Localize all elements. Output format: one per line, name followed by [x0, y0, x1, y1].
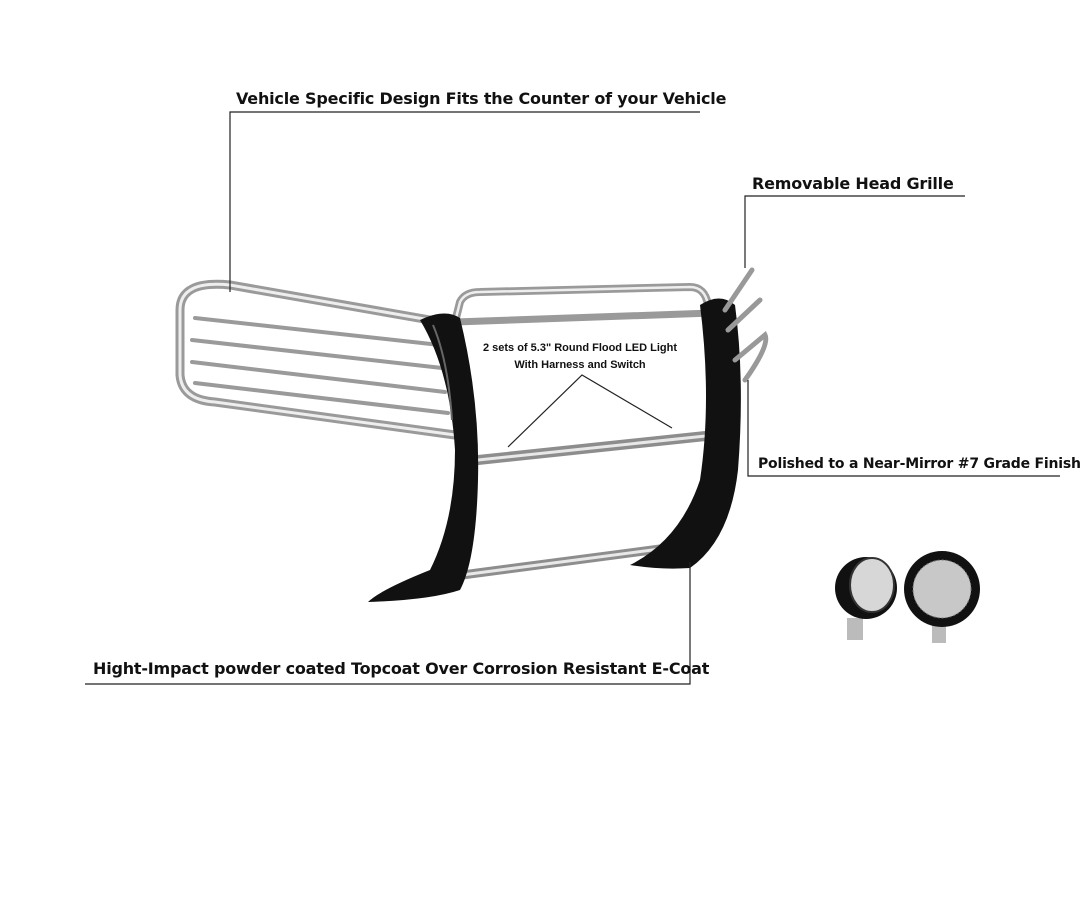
- leader-lines: [85, 111, 1060, 685]
- led-lights-line-2: With Harness and Switch: [514, 359, 646, 371]
- callout-vehicle-specific-design: Vehicle Specific Design Fits the Counter…: [236, 89, 727, 108]
- callout-led-lights: 2 sets of 5.3" Round Flood LED Light Wit…: [460, 340, 700, 374]
- cross-bars: [457, 430, 720, 580]
- removable-head-grille: [722, 267, 769, 383]
- led-flood-lights: [835, 551, 980, 643]
- callout-polished-finish: Polished to a Near-Mirror #7 Grade Finis…: [758, 456, 1080, 472]
- top-hoop: [451, 282, 716, 326]
- callout-removable-head-grille: Removable Head Grille: [752, 174, 954, 193]
- callout-powder-coating: Hight-Impact powder coated Topcoat Over …: [93, 659, 710, 678]
- side-wing-guard: [175, 279, 460, 440]
- powder-coated-uprights: [368, 298, 741, 602]
- led-lights-line-1: 2 sets of 5.3" Round Flood LED Light: [482, 342, 678, 354]
